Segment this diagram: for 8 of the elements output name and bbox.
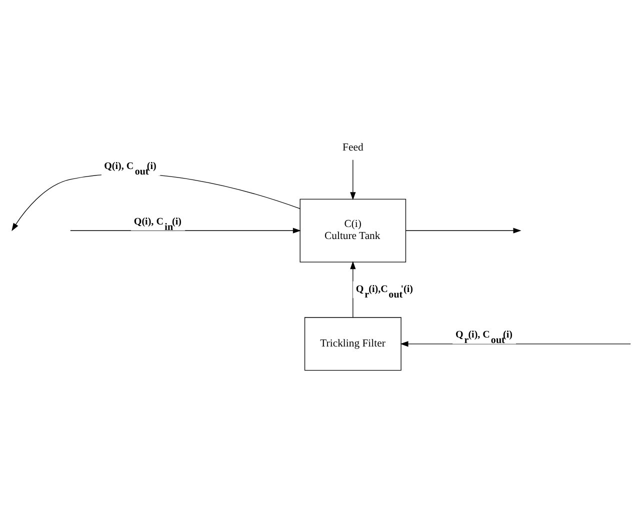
node-box: Trickling Filter xyxy=(304,317,402,371)
node-box: C(i) Culture Tank xyxy=(300,198,406,262)
arrow xyxy=(350,261,356,318)
arrow xyxy=(350,160,356,200)
arrow xyxy=(406,228,522,234)
arrow xyxy=(400,341,631,347)
node-text: Feed xyxy=(342,141,364,154)
arrow xyxy=(70,228,301,234)
